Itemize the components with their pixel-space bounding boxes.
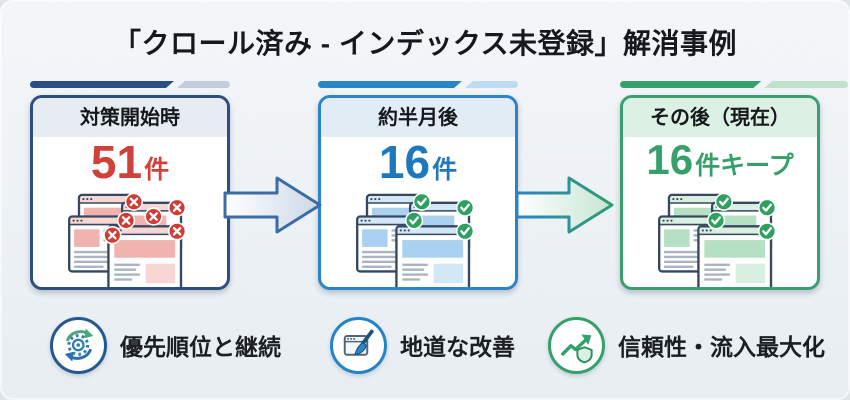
accent-bar [620,81,848,88]
count-number: 51 [90,136,143,188]
card-start: 対策開始時 51 件 [30,95,230,290]
point-label: 地道な改善 [400,334,515,360]
accent-bar [30,81,230,88]
accent-bar [318,81,518,88]
count-start: 51 件 [33,139,227,191]
point-priority: 優先順位と継続 [50,316,281,374]
count-unit: 件キープ [695,152,794,180]
card-header: 約半月後 [321,98,515,137]
card-half-month: 約半月後 16 件 [318,95,518,290]
count-current: 16 件キープ [623,139,817,191]
point-label: 信頼性・流入最大化 [618,334,825,360]
point-reliability: 信頼性・流入最大化 [548,316,825,374]
browser-brush-icon [330,316,387,374]
card-current: その後（現在） 16 件キープ [620,95,820,290]
stage-card-half-month: 約半月後 16 件 [318,81,518,290]
gear-sync-icon [50,316,107,374]
card-header: 対策開始時 [33,98,227,137]
check-badges [404,193,475,241]
stage-card-current: その後（現在） 16 件キープ [620,81,848,290]
card-header: その後（現在） [623,98,817,137]
arrow-right-icon [223,176,322,234]
point-label: 優先順位と継続 [120,334,281,360]
key-points-row: 優先順位と継続 地道な改善 信頼 [0,316,850,376]
count-half-month: 16 件 [321,139,515,191]
error-badges [103,193,187,245]
trend-shield-icon [548,316,605,374]
check-badges [706,193,777,241]
pages-with-error-badges-icon [68,193,187,287]
count-number: 16 [378,136,431,188]
point-improvement: 地道な改善 [330,316,515,374]
count-number: 16 [646,136,694,183]
count-unit: 件 [144,156,170,184]
page-title: 「クロール済み - インデックス未登録」解消事例 [112,28,738,59]
stage-card-start: 対策開始時 51 件 [30,81,230,290]
pages-with-check-badges-icon [658,193,777,287]
pages-with-check-badges-icon [356,193,475,287]
count-unit: 件 [432,156,458,184]
arrow-right-icon [515,176,614,234]
